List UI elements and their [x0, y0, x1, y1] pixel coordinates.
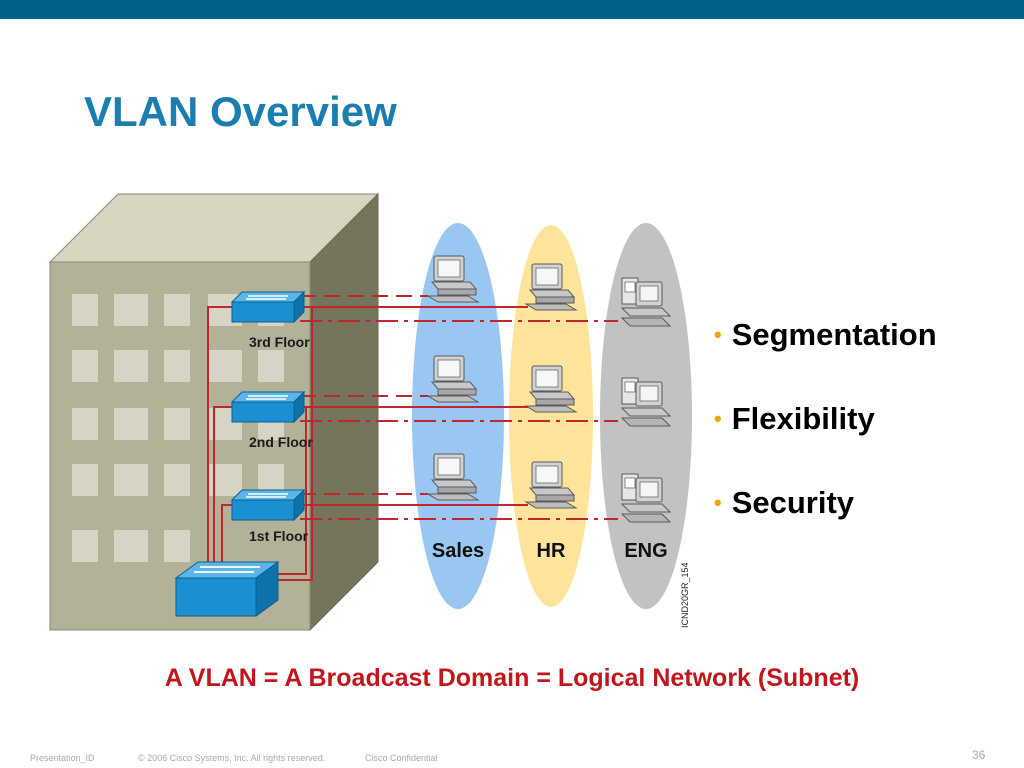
- figure-id: ICND20GR_154: [680, 562, 690, 628]
- footer-copyright: © 2006 Cisco Systems, Inc. All rights re…: [138, 753, 326, 763]
- links-1st-floor: [300, 493, 618, 520]
- bullet-dot-icon: •: [714, 406, 722, 431]
- bullet-item: • Security: [714, 482, 937, 524]
- top-banner: [0, 0, 1024, 19]
- bullet-dot-icon: •: [714, 490, 722, 515]
- bullet-item: • Flexibility: [714, 398, 937, 440]
- vlan-sales-ellipse: [412, 223, 504, 609]
- bullet-dot-icon: •: [714, 322, 722, 347]
- switch-core: [174, 561, 280, 617]
- floor-label-2nd: 2nd Floor: [249, 434, 313, 450]
- switch-2nd-floor: [230, 390, 306, 424]
- floor-label-3rd: 3rd Floor: [249, 334, 310, 350]
- slide-title: VLAN Overview: [84, 88, 397, 135]
- bullet-text: Segmentation: [731, 317, 937, 352]
- page-number: 36: [972, 748, 986, 762]
- bullet-list: • Segmentation • Flexibility • Security: [714, 314, 937, 566]
- bullet-item: • Segmentation: [714, 314, 937, 356]
- bullet-text: Flexibility: [731, 401, 875, 436]
- footer-confidential: Cisco Confidential: [365, 753, 438, 763]
- links-2nd-floor: [300, 395, 618, 422]
- group-label-eng: ENG: [624, 540, 667, 562]
- footer-presentation-id: Presentation_ID: [30, 753, 95, 763]
- floor-label-1st: 1st Floor: [249, 528, 309, 544]
- bullet-text: Security: [731, 485, 855, 520]
- links-3rd-floor: [300, 295, 618, 322]
- switch-1st-floor: [230, 488, 306, 522]
- group-label-sales: Sales: [432, 540, 484, 562]
- slide-caption: A VLAN = A Broadcast Domain = Logical Ne…: [164, 664, 860, 692]
- switch-3rd-floor: [230, 290, 306, 324]
- group-label-hr: HR: [537, 540, 566, 562]
